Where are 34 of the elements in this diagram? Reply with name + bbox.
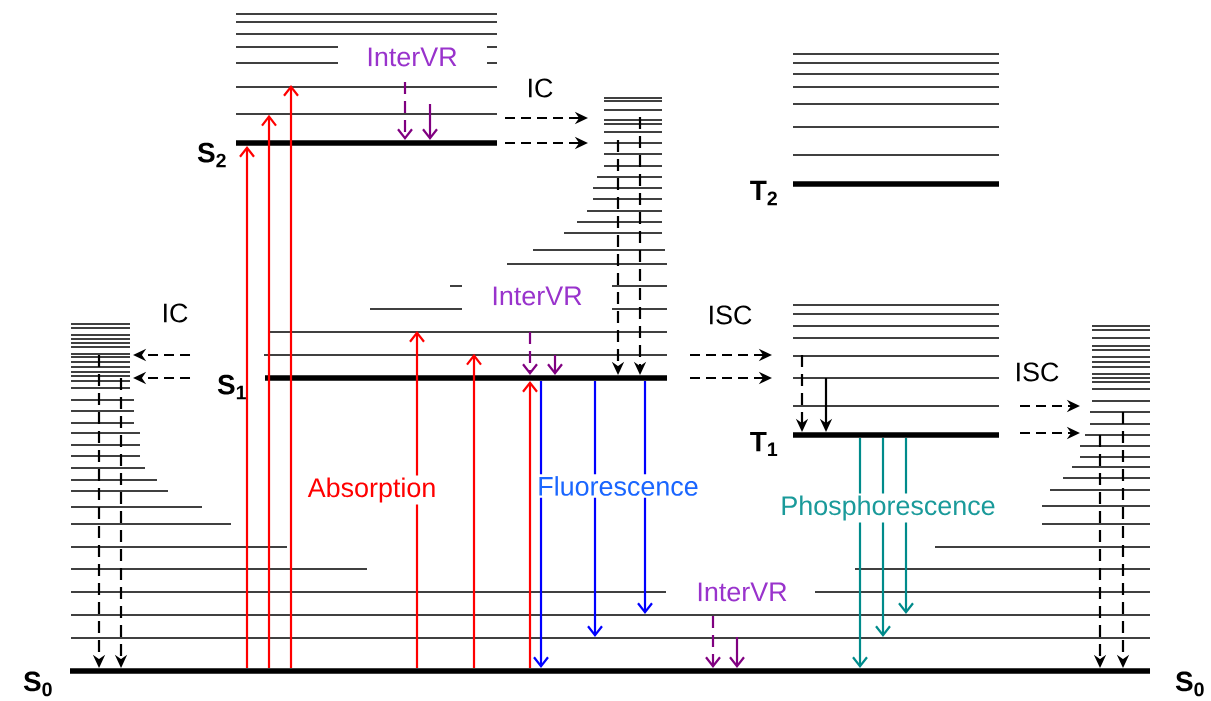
arrow [522, 380, 538, 669]
process-label: Phosphorescence [778, 493, 998, 523]
arrow [533, 380, 549, 669]
state-label: T$_{2}$ [750, 180, 777, 206]
process-label: ISC [705, 303, 755, 327]
state-label: S$_{2}$ [197, 142, 226, 168]
process-label: Fluorescence [535, 474, 701, 498]
arrow [852, 437, 868, 669]
arrow [547, 355, 563, 376]
arrow [466, 353, 482, 669]
arrow [587, 380, 603, 637]
state-label: T$_{1}$ [750, 431, 778, 457]
arrow [261, 114, 277, 669]
arrow [409, 331, 425, 669]
energy-level-bar [793, 181, 999, 187]
arrow [422, 104, 438, 141]
arrow [705, 616, 721, 669]
arrow [729, 637, 745, 669]
arrow [637, 380, 653, 614]
process-label: IC [524, 76, 556, 100]
process-label: InterVR [364, 45, 460, 69]
state-label: S$_{0}$ [1175, 671, 1204, 697]
arrow [283, 85, 299, 669]
process-label: InterVR [489, 284, 585, 308]
state-label: S$_{1}$ [217, 374, 246, 400]
energy-level-bar [236, 140, 497, 146]
process-label: Absorption [305, 475, 439, 505]
process-label: InterVR [694, 580, 790, 604]
arrow [239, 145, 255, 669]
arrow [397, 82, 413, 141]
arrow [522, 332, 538, 376]
state-label: S$_{0}$ [23, 671, 52, 697]
process-label: IC [159, 301, 191, 325]
process-label: ISC [1012, 360, 1062, 384]
